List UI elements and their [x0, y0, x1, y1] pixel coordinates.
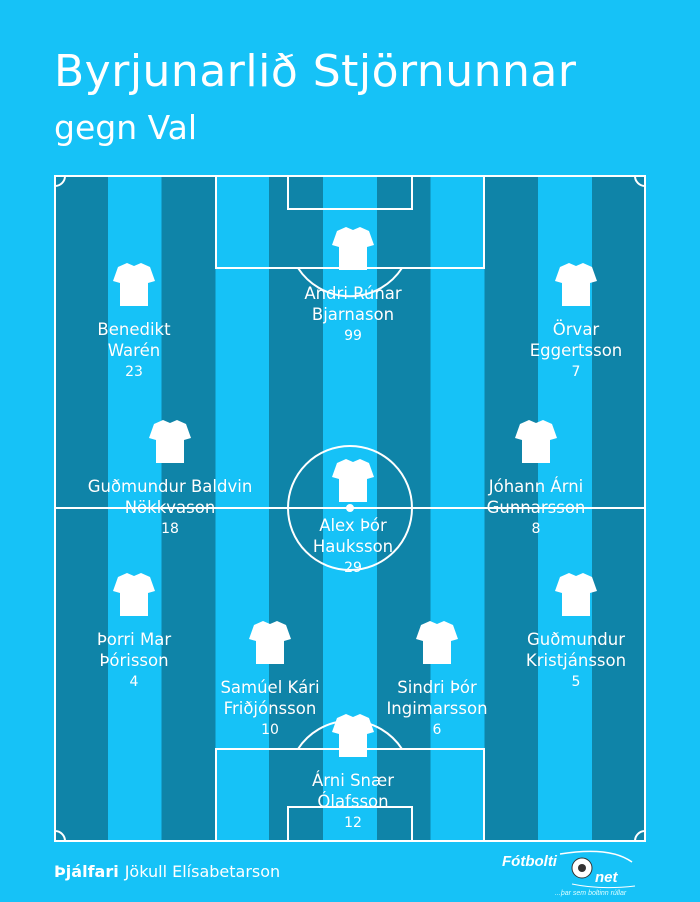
pitch-lines: [54, 175, 646, 842]
coach-label: Þjálfari: [54, 862, 119, 881]
player-last-name: Nökkvason: [124, 498, 216, 517]
player-last-name: Kristjánsson: [525, 651, 627, 670]
player-last-name: Þórisson: [99, 651, 169, 670]
player-number: 23: [125, 364, 143, 380]
player-first-name: Þorri Mar: [96, 630, 172, 649]
page-title: Byrjunarlið Stjörnunnar: [54, 46, 577, 97]
player-number: 6: [432, 722, 442, 738]
player-first-name: Guðmundur: [526, 630, 626, 649]
coach-info: Þjálfari Jökull Elísabetarson: [54, 862, 280, 881]
player-first-name: Andri Rúnar: [304, 284, 402, 303]
coach-name: Jökull Elísabetarson: [124, 862, 281, 881]
jersey-icon: [555, 573, 597, 616]
jersey-icon: [332, 459, 374, 502]
jersey-icon: [113, 573, 155, 616]
player-number: 12: [344, 815, 362, 831]
player-last-name: Ólafsson: [317, 792, 389, 811]
player-first-name: Örvar: [552, 320, 600, 339]
player-number: 7: [571, 364, 581, 380]
jersey-icon: [149, 420, 191, 463]
player-number: 99: [344, 328, 362, 344]
jersey-icon: [555, 263, 597, 306]
player-last-name: Eggertsson: [529, 341, 623, 360]
player-first-name: Benedikt: [97, 320, 171, 339]
jersey-icon: [416, 621, 458, 664]
jersey-icon: [113, 263, 155, 306]
page-subtitle: gegn Val: [54, 108, 198, 147]
player-first-name: Sindri Þór: [397, 678, 477, 697]
player-number: 18: [161, 521, 179, 537]
player-first-name: Jóhann Árni: [488, 477, 584, 496]
svg-text:...þar sem boltinn rúllar: ...þar sem boltinn rúllar: [555, 890, 627, 897]
player-last-name: Bjarnason: [311, 305, 395, 324]
player-last-name: Friðjónsson: [223, 699, 317, 718]
svg-text:net: net: [595, 869, 619, 886]
jersey-icon: [249, 621, 291, 664]
jersey-icon: [332, 227, 374, 270]
player-number: 8: [531, 521, 541, 537]
player-last-name: Hauksson: [312, 537, 394, 556]
player-last-name: Gunnarsson: [486, 498, 586, 517]
player-last-name: Warén: [107, 341, 161, 360]
player-number: 29: [344, 560, 362, 576]
player-number: 5: [571, 674, 581, 690]
player-first-name: Árni Snær: [312, 771, 394, 790]
player-number: 10: [261, 722, 279, 738]
jersey-icon: [515, 420, 557, 463]
player-first-name: Guðmundur Baldvin: [87, 477, 253, 496]
jersey-icon: [332, 714, 374, 757]
player-number: 4: [129, 674, 139, 690]
player-first-name: Samúel Kári: [220, 678, 320, 697]
player-last-name: Ingimarsson: [386, 699, 488, 718]
fotbolti-net-logo[interactable]: Fótbolti net ...þar sem boltinn rúllar: [500, 848, 640, 898]
player-first-name: Alex Þór: [319, 516, 387, 535]
svg-text:Fótbolti: Fótbolti: [502, 853, 558, 870]
